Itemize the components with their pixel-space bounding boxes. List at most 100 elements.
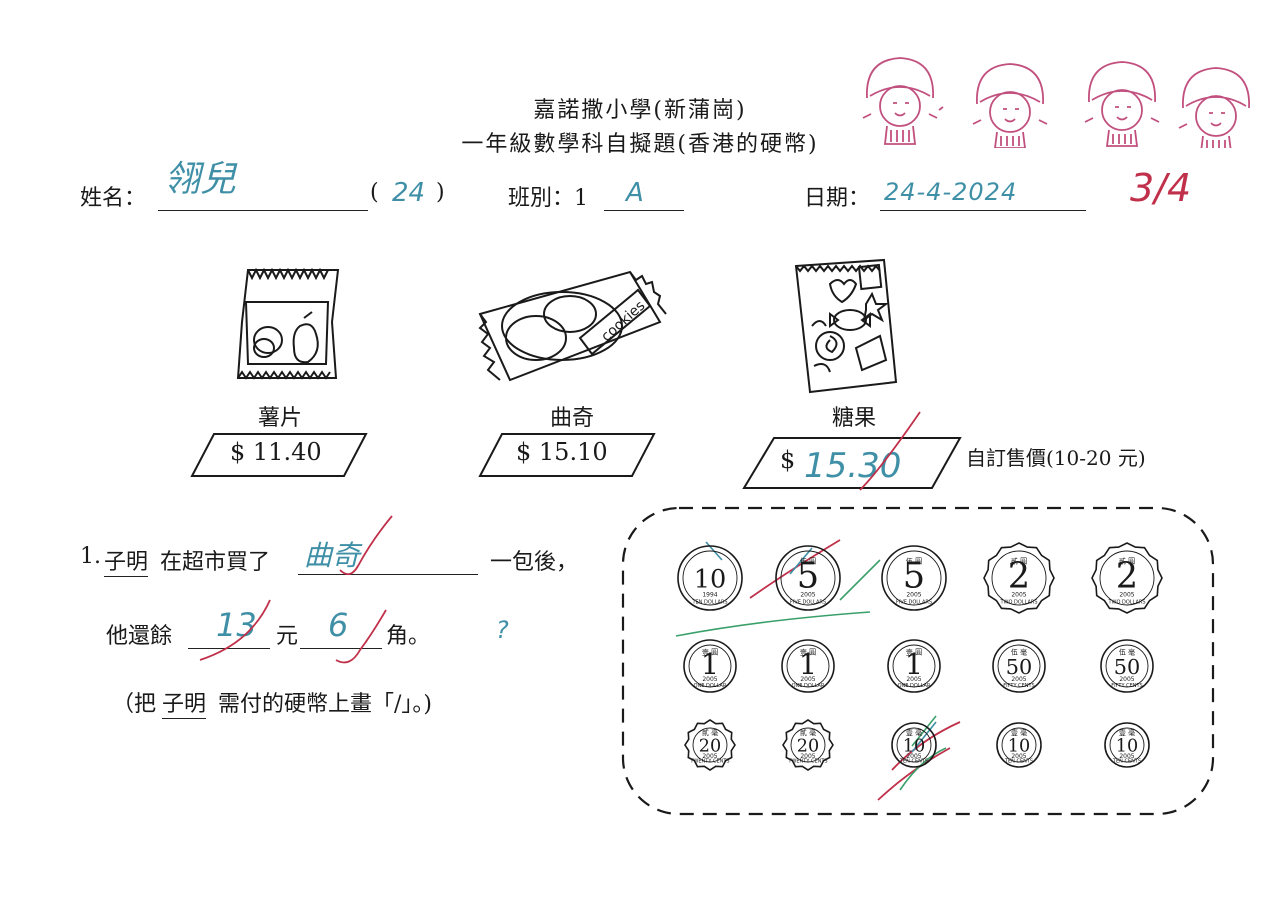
date-field[interactable] — [880, 176, 1086, 211]
coin-value-text: 1 — [799, 647, 817, 681]
score-mark: 3/4 — [1130, 166, 1192, 210]
name-label: 姓名： — [80, 186, 147, 211]
candy-bag-illustration — [794, 258, 898, 394]
coin-top-text: 伍 毫 — [1011, 647, 1027, 656]
coin-value-text: 10 — [1008, 737, 1030, 757]
dollars-answer-field[interactable] — [188, 614, 270, 649]
chips-price-tag — [190, 433, 368, 477]
student-side-mark: ? — [496, 616, 509, 644]
stamp-girl-icon — [1084, 61, 1160, 147]
coin-value-text: 20 — [699, 737, 721, 757]
coin-top-text: 壹 圓 — [906, 647, 922, 656]
coin-value-text: 5 — [903, 556, 925, 597]
coin-top-text: 壹 圓 — [800, 647, 816, 656]
chips-bag-illustration — [236, 267, 340, 380]
coin-value-text: 2 — [1008, 556, 1030, 597]
candy-price-note: 自訂售價(10-20 元) — [966, 446, 1146, 470]
coin-caption-text: FIVE DOLLARS — [896, 600, 932, 606]
coin-caption-text: TEN DOLLARS — [691, 600, 727, 606]
coin-year-text: 2005 — [702, 676, 717, 683]
cookies-price: $ 15.10 — [516, 438, 608, 466]
name-field[interactable] — [158, 176, 368, 211]
coin-year-text: 2005 — [1119, 753, 1134, 760]
coin-top-text: 壹 毫 — [1119, 728, 1135, 737]
coin-year-text: 2005 — [800, 676, 815, 683]
tick-icon — [339, 515, 393, 576]
date-value: 24-4-2024 — [884, 178, 1018, 206]
coin-year-text: 2005 — [906, 676, 921, 683]
coin-value-text: 20 — [797, 737, 819, 757]
coin-year-text: 2005 — [1119, 592, 1134, 599]
question-number: 1. — [80, 544, 101, 569]
question-name: 子明 — [104, 544, 149, 577]
tick-icon — [859, 411, 921, 491]
coin-caption-text: TEN CENTS — [899, 759, 928, 765]
coin-year-text: 2005 — [1011, 753, 1026, 760]
school-name: 嘉諾撒小學(新蒲崗) — [533, 98, 747, 123]
item-answer-field[interactable] — [298, 540, 478, 575]
cookies-name: 曲奇 — [550, 406, 595, 431]
hint-text: 需付的硬幣上畫「/」。) — [218, 692, 432, 717]
coin-year-text: 2005 — [800, 753, 815, 760]
class-no-open: ( — [370, 180, 379, 205]
class-number: 24 — [392, 178, 426, 208]
coin-top-text: 貳 毫 — [800, 728, 816, 737]
question-text-c: 他還餘 — [106, 624, 173, 649]
cookies-pack-illustration: cookies — [478, 270, 667, 382]
date-label: 日期： — [804, 186, 871, 211]
hint-open: （把 — [112, 692, 157, 717]
stamp-girl-icon — [972, 63, 1048, 148]
cents-answer-field[interactable] — [300, 614, 382, 649]
candy-price-value: 15.30 — [804, 446, 902, 486]
coin-value-text: 1 — [905, 647, 923, 681]
cookies-price-tag — [478, 433, 656, 477]
class-field[interactable] — [604, 176, 684, 211]
hint-name: 子明 — [162, 686, 207, 719]
coin-year-text: 2005 — [1011, 592, 1026, 599]
name-value: 翎兒 — [164, 159, 237, 200]
coin-caption-text: ONE DOLLAR — [792, 683, 825, 689]
coin-value-text: 1 — [701, 647, 719, 681]
candy-price-symbol: $ — [780, 446, 796, 474]
coin-top-text: 壹 圓 — [702, 647, 718, 656]
coin-value-text: 10 — [1116, 737, 1138, 757]
dollars-answer: 13 — [216, 606, 257, 644]
stamp-girl-icon — [1178, 67, 1250, 148]
tick-icon — [199, 599, 271, 661]
coin-caption-text: FIFTY CENTS — [1111, 683, 1142, 689]
coin-caption-text: TWO DOLLARS — [1107, 600, 1145, 606]
tick-icon — [335, 609, 387, 664]
class-label: 班別：1 — [508, 186, 588, 211]
stamp-girl-icon — [862, 57, 944, 145]
coin-top-text: 壹 毫 — [1011, 728, 1027, 737]
cents-answer: 6 — [328, 606, 349, 644]
coin-caption-text: ONE DOLLAR — [694, 683, 727, 689]
dollar-unit: 元 — [276, 624, 299, 649]
cent-unit: 角。 — [386, 624, 431, 649]
coin-top-text: 伍 圓 — [906, 557, 922, 566]
chips-price: $ 11.40 — [230, 438, 322, 466]
coin-caption-text: TWENTY CENTS — [689, 759, 729, 765]
candy-name: 糖果 — [832, 406, 877, 431]
coin-top-text: 貳 圓 — [1119, 557, 1135, 566]
coin-year-text: 2005 — [702, 753, 717, 760]
coin-value-text: 2 — [1116, 556, 1138, 597]
class-no-close: ) — [436, 180, 445, 205]
coin-caption-text: TWO DOLLARS — [999, 600, 1037, 606]
coin-value-text: 50 — [1006, 655, 1032, 679]
